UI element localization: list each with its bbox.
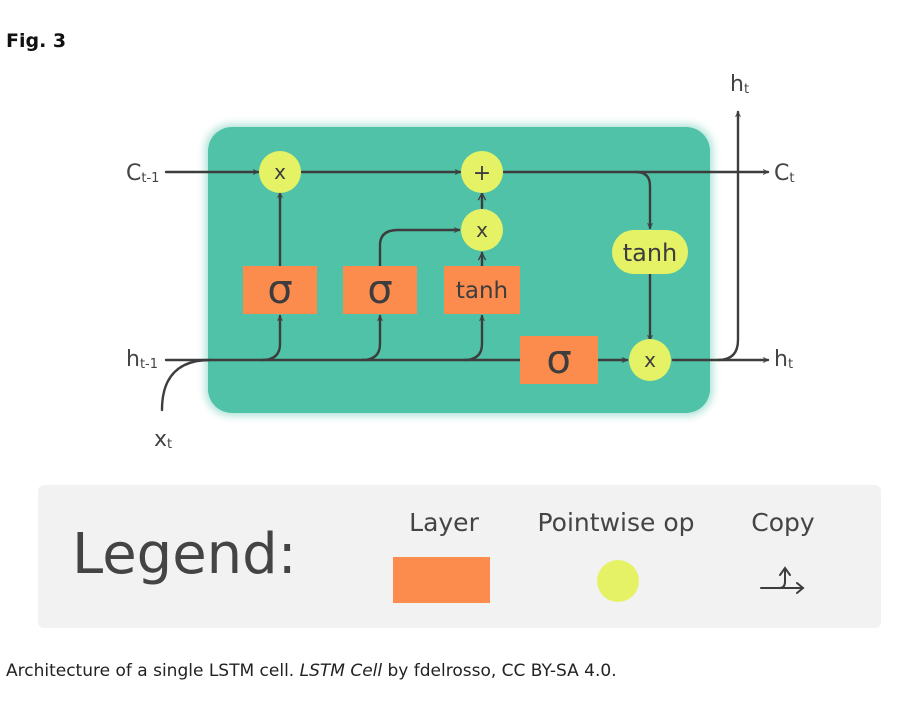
- output-up: [716, 110, 738, 362]
- io-labels: Ct-1 ht-1 xt ht Ct ht: [126, 72, 794, 452]
- layers: σ σ tanh σ: [243, 266, 598, 384]
- x-input-label: xt: [154, 427, 172, 452]
- h-prev-label: ht-1: [126, 347, 158, 372]
- legend-pointwise-label: Pointwise op: [538, 508, 695, 537]
- forget-gate-label: σ: [267, 267, 292, 313]
- caption-prefix: Architecture of a single LSTM cell.: [6, 661, 300, 681]
- cell-tanh-label: tanh: [623, 239, 678, 267]
- x-input-curve: [160, 358, 212, 412]
- input-mult-label: x: [476, 218, 488, 242]
- pointwise-ops: x + x tanh x: [259, 151, 688, 381]
- candidate-layer: [444, 266, 520, 314]
- h-out-top-label: ht: [730, 72, 749, 97]
- output-gate-layer: [520, 336, 598, 384]
- output-mult-label: x: [644, 348, 656, 372]
- forget-branch: [260, 314, 280, 362]
- legend-copy-label: Copy: [751, 508, 815, 537]
- add-op: [461, 151, 503, 193]
- legend-title: Legend:: [72, 522, 297, 587]
- caption-suffix: by fdelrosso, CC BY-SA 4.0.: [382, 661, 617, 681]
- c-out-label: Ct: [774, 161, 794, 186]
- cell-tanh-op: [612, 230, 688, 274]
- h-out-right-label: ht: [774, 347, 793, 372]
- legend-pointwise-swatch: [597, 560, 639, 602]
- caption-title: LSTM Cell: [299, 661, 383, 681]
- legend-layer-label: Layer: [409, 508, 479, 537]
- legend-panel: [38, 485, 881, 628]
- forget-gate-layer: [243, 266, 317, 314]
- forget-mult-op: [259, 151, 301, 193]
- figure-label: Fig. 3: [6, 30, 67, 52]
- candidate-label: tanh: [456, 278, 508, 304]
- input-gate-label: σ: [367, 267, 392, 313]
- output-gate-label: σ: [546, 337, 571, 383]
- figure-caption: Architecture of a single LSTM cell. LSTM…: [6, 661, 617, 681]
- add-label: +: [473, 161, 491, 186]
- connections: [160, 110, 770, 412]
- c-prev-label: Ct-1: [126, 161, 159, 186]
- legend-layer-swatch: [393, 557, 490, 603]
- forget-mult-label: x: [274, 160, 286, 184]
- lstm-diagram: x + x tanh x σ σ tanh σ Ct-1 ht-1 xt ht …: [38, 72, 881, 628]
- cell-to-tanh: [634, 170, 650, 230]
- input-branch: [360, 314, 380, 362]
- candidate-branch: [462, 314, 482, 362]
- legend: Legend: Layer Pointwise op Copy: [38, 485, 881, 628]
- input-to-mult: [378, 230, 461, 268]
- copy-icon: [760, 566, 805, 594]
- input-mult-op: [461, 209, 503, 251]
- input-gate-layer: [343, 266, 417, 314]
- output-mult-op: [629, 339, 671, 381]
